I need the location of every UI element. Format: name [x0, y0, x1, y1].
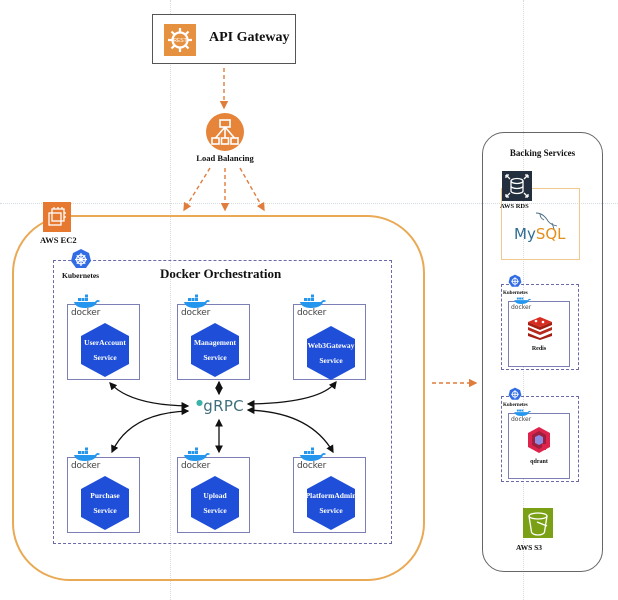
service-hexagon-icon — [191, 476, 239, 530]
redis-container[interactable]: docker Redis — [508, 297, 570, 367]
load-balancing-label: Load Balancing — [196, 153, 254, 163]
redis-kubernetes-cluster — [501, 284, 579, 370]
grpc-hub-label[interactable]: ●gRPC — [196, 397, 244, 415]
kubernetes-helm-icon — [508, 274, 522, 287]
kubernetes-label: Kubernetes — [503, 403, 528, 408]
service-container[interactable]: docker UserAccount Service — [67, 294, 140, 380]
service-suffix: Service — [203, 353, 227, 362]
service-hexagon-icon — [307, 326, 355, 380]
docker-logo-text: docker — [297, 308, 327, 318]
service-suffix: Service — [203, 506, 227, 515]
docker-whale-icon — [514, 297, 531, 304]
service-name: Management — [193, 338, 237, 347]
load-balancer-icon[interactable] — [206, 113, 244, 151]
redis-logo-icon — [528, 317, 552, 340]
service-suffix: Service — [319, 356, 343, 365]
kubernetes-cluster — [53, 260, 392, 544]
docker-whale-icon — [184, 447, 210, 461]
service-container[interactable]: docker PlatformAdmin Service — [293, 447, 366, 533]
docker-logo-text: docker — [71, 461, 101, 471]
docker-logo-text: docker — [181, 461, 211, 471]
docker-whale-icon — [300, 294, 326, 308]
service-name: UserAccount — [84, 338, 126, 347]
service-hexagon-icon — [307, 476, 355, 530]
api-gateway-node[interactable]: REST API Gateway — [152, 14, 296, 64]
backing-services-title: Backing Services — [509, 148, 576, 158]
service-hexagon-icon — [191, 323, 239, 377]
kubernetes-label: Kubernetes — [62, 271, 100, 280]
api-gateway-label: API Gateway — [209, 30, 290, 45]
service-suffix: Service — [93, 506, 117, 515]
service-name: Purchase — [90, 491, 120, 500]
guide-line — [523, 0, 524, 600]
service-suffix: Service — [319, 506, 343, 515]
svg-text:REST: REST — [173, 38, 186, 44]
aws-s3-bucket-icon[interactable] — [523, 508, 553, 538]
docker-orchestration-title: Docker Orchestration — [160, 266, 282, 281]
aws-s3-label: AWS S3 — [516, 543, 543, 552]
gear-api-icon: REST — [164, 24, 196, 56]
service-hexagon-icon — [81, 323, 129, 377]
redis-label: Redis — [531, 346, 547, 352]
aws-ec2-label: AWS EC2 — [40, 235, 77, 245]
service-name: Upload — [203, 491, 227, 500]
docker-whale-icon — [300, 447, 326, 461]
grpc-text: gRPC — [203, 397, 244, 415]
service-container[interactable]: docker Web3Gateway Service — [293, 294, 366, 380]
service-name: Web3Gateway — [307, 341, 355, 350]
service-container[interactable]: docker Upload Service — [177, 447, 250, 533]
service-name: PlatformAdmin — [305, 491, 357, 500]
docker-whale-icon — [74, 294, 100, 308]
docker-logo-text: docker — [511, 416, 532, 423]
docker-logo-text: docker — [511, 304, 532, 311]
aws-rds-label: AWS RDS — [500, 203, 529, 210]
aws-rds-icon — [502, 171, 532, 201]
kubernetes-helm-icon — [508, 387, 522, 400]
docker-logo-text: docker — [297, 461, 327, 471]
backing-services-container — [482, 132, 603, 572]
service-container[interactable]: docker Management Service — [177, 294, 250, 380]
mysql-sql-text: SQL — [535, 225, 566, 243]
qdrant-container[interactable]: docker qdrant — [508, 409, 570, 479]
kubernetes-helm-icon — [70, 248, 92, 270]
qdrant-label: qdrant — [530, 459, 548, 465]
docker-logo-text: docker — [71, 308, 101, 318]
service-hexagon-icon — [81, 476, 129, 530]
docker-logo-text: docker — [181, 308, 211, 318]
service-suffix: Service — [93, 353, 117, 362]
qdrant-logo-icon — [528, 427, 550, 453]
mysql-logo-text: MySQL — [514, 225, 566, 243]
docker-whale-icon — [184, 294, 210, 308]
docker-whale-icon — [514, 409, 531, 416]
guide-line — [0, 203, 618, 204]
mysql-database-box[interactable] — [501, 188, 580, 260]
qdrant-kubernetes-cluster — [501, 396, 579, 482]
guide-line — [170, 0, 171, 600]
docker-whale-icon — [74, 447, 100, 461]
mysql-my-text: My — [514, 225, 536, 243]
kubernetes-label: Kubernetes — [503, 291, 528, 296]
service-container[interactable]: docker Purchase Service — [67, 447, 140, 533]
aws-ec2-container — [12, 215, 425, 581]
grpc-dot-icon: ● — [196, 398, 204, 407]
mysql-dolphin-icon — [535, 212, 558, 230]
ec2-chip-icon — [43, 202, 71, 232]
